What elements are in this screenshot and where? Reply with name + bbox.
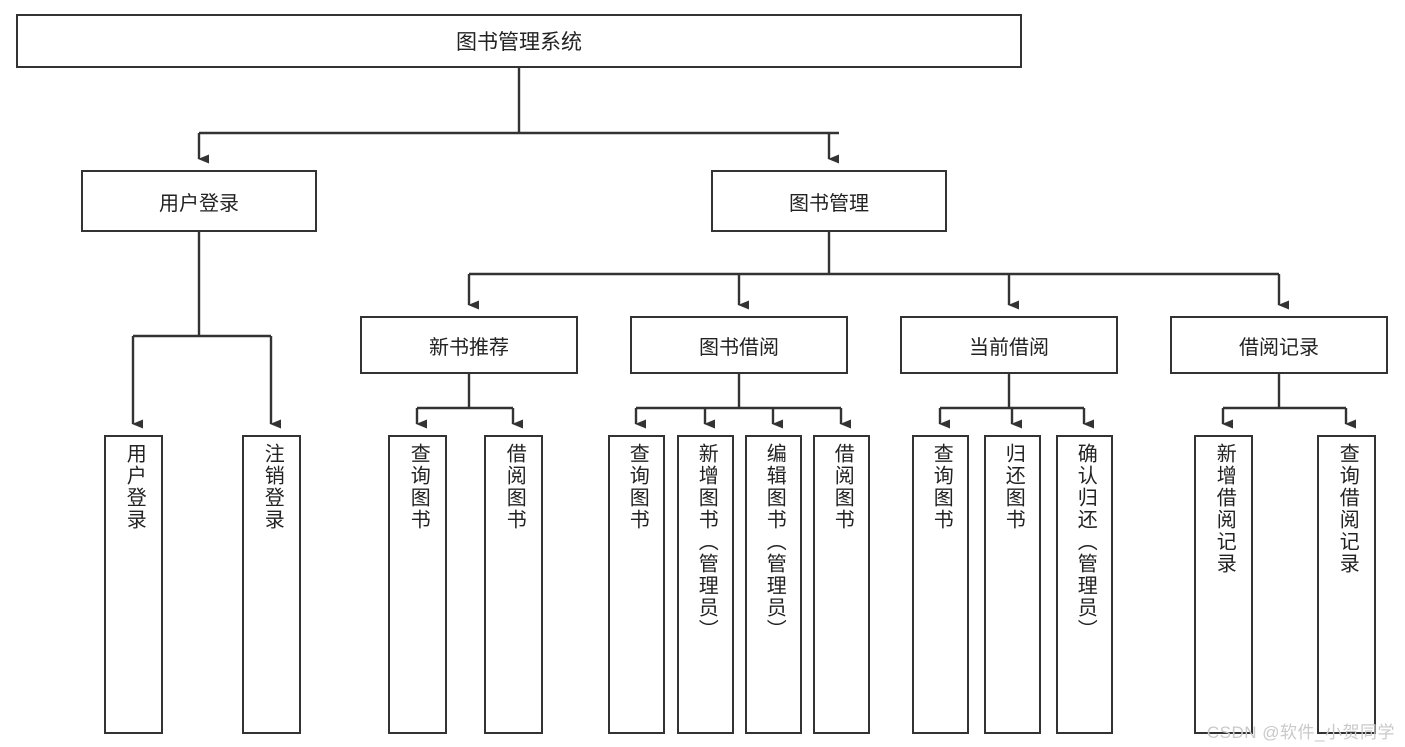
node-book-manage-label: 图书管理	[789, 192, 869, 215]
node-book-borrow-label: 图书借阅	[699, 336, 779, 359]
node-leaf-logout-label: 注销登录	[261, 443, 284, 531]
csdn-watermark: CSDN @软件_小贺同学	[1206, 723, 1395, 742]
node-leaf-logout[interactable]: 注销登录	[242, 435, 301, 734]
node-leaf-user-login-label: 用户登录	[123, 443, 146, 531]
node-user-login-label: 用户登录	[159, 192, 239, 215]
node-root-label: 图书管理系统	[456, 31, 582, 54]
node-leaf-borrow-book-1-label: 借阅图书	[503, 443, 526, 531]
node-leaf-add-record-label: 新增借阅记录	[1213, 443, 1236, 575]
node-book-manage[interactable]: 图书管理	[711, 170, 947, 232]
node-leaf-borrow-book-2-label: 借阅图书	[831, 443, 854, 531]
node-borrow-record[interactable]: 借阅记录	[1170, 316, 1388, 374]
node-leaf-add-record[interactable]: 新增借阅记录	[1194, 435, 1253, 734]
node-leaf-confirm-return-label: 确认归还（管理员）	[1074, 443, 1097, 641]
node-leaf-query-book-2[interactable]: 查询图书	[608, 435, 665, 734]
node-leaf-query-record-label: 查询借阅记录	[1336, 443, 1359, 575]
node-current-borrow[interactable]: 当前借阅	[900, 316, 1118, 374]
node-root[interactable]: 图书管理系统	[16, 14, 1022, 68]
node-borrow-record-label: 借阅记录	[1239, 336, 1319, 359]
node-user-login[interactable]: 用户登录	[81, 170, 317, 232]
node-leaf-query-book-2-label: 查询图书	[626, 443, 649, 531]
node-leaf-edit-book-label: 编辑图书（管理员）	[763, 443, 786, 641]
node-current-borrow-label: 当前借阅	[969, 336, 1049, 359]
node-new-book-rec-label: 新书推荐	[429, 336, 509, 359]
node-book-borrow[interactable]: 图书借阅	[630, 316, 848, 374]
node-leaf-add-book[interactable]: 新增图书（管理员）	[677, 435, 734, 734]
node-leaf-query-book-1[interactable]: 查询图书	[388, 435, 447, 734]
node-leaf-user-login[interactable]: 用户登录	[104, 435, 163, 734]
node-leaf-borrow-book-1[interactable]: 借阅图书	[484, 435, 543, 734]
node-leaf-edit-book[interactable]: 编辑图书（管理员）	[745, 435, 802, 734]
node-leaf-confirm-return[interactable]: 确认归还（管理员）	[1056, 435, 1113, 734]
node-leaf-query-book-3-label: 查询图书	[930, 443, 953, 531]
node-leaf-query-book-3[interactable]: 查询图书	[912, 435, 969, 734]
node-leaf-query-book-1-label: 查询图书	[407, 443, 430, 531]
node-leaf-query-record[interactable]: 查询借阅记录	[1317, 435, 1376, 734]
node-leaf-return-book-label: 归还图书	[1002, 443, 1025, 531]
node-leaf-return-book[interactable]: 归还图书	[984, 435, 1041, 734]
node-leaf-add-book-label: 新增图书（管理员）	[695, 443, 718, 641]
node-leaf-borrow-book-2[interactable]: 借阅图书	[813, 435, 870, 734]
node-new-book-rec[interactable]: 新书推荐	[360, 316, 578, 374]
